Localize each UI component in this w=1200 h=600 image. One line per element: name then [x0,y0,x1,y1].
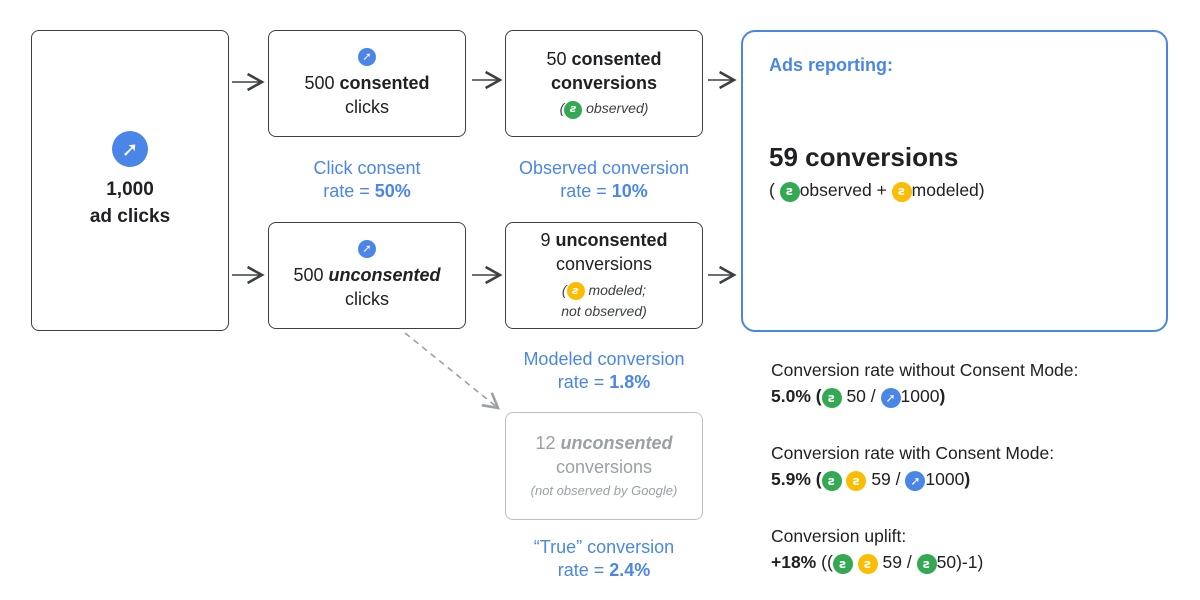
ads-reporting-observed: observed + [799,180,887,201]
stat-uplift-num: 59 / [882,552,912,573]
stat-uplift-title: Conversion uplift: [771,526,907,546]
consented-conv-note: observed) [586,100,649,117]
ads-reporting-headline: 59 conversions [769,142,959,173]
stat-without-den: 1000 [900,386,940,407]
consented-conversions-box: 50 consented conversions (ƨ observed) [505,30,703,137]
true-conv-strong: unconsented [560,433,673,454]
click-consent-value: 50% [374,181,411,202]
observed-rate-prefix: rate = [560,181,612,202]
click-consent-rate-prefix: rate = [323,181,375,202]
observed-conversion-icon: ƨ [564,100,583,119]
stat-without-num: 50 / [846,386,876,407]
stat-without-close: ) [939,386,946,407]
unconsented-clicks-strong: unconsented [328,265,441,286]
observed-conversion-icon: ƨ [821,387,842,408]
cursor-click-icon: ➚ [880,387,901,408]
consented-conv-line2: conversions [550,72,658,93]
true-rate-prefix: rate = [557,560,610,581]
stat-uplift-value: +18% [771,552,817,573]
modeled-rate-prefix: rate = [557,372,610,393]
stat-uplift-den: 50)-1) [936,552,984,573]
unconsented-conv-note2: not observed) [561,302,647,319]
stat-with-consent: Conversion rate with Consent Mode: 5.9% … [771,440,1054,493]
true-conversions-box: 12 unconsented conversions (not observed… [505,412,703,520]
arrow-dashed-to-true [404,332,501,410]
unconsented-conv-line2: conversions [555,253,653,274]
click-consent-label: Click consent [313,158,421,178]
cursor-click-icon: ➚ [905,470,926,491]
stat-uplift-open: (( [821,552,833,573]
unconsented-conversions-box: 9 unconsented conversions (ƨ modeled; no… [505,222,703,329]
true-conv-line2: conversions [555,456,653,477]
unconsented-clicks-tail: clicks [345,288,389,309]
consented-conv-note-open: ( [559,100,565,117]
observed-conversion-rate: Observed conversion rate = 10% [496,157,712,204]
consented-conv-count: 50 [546,49,567,70]
consented-conv-strong: consented [571,49,662,70]
consented-clicks-count: 500 [304,73,335,94]
consented-clicks-strong: consented [339,73,430,94]
cursor-click-icon: ➚ [112,130,148,167]
unconsented-conv-note-open: ( [561,281,567,298]
observed-conversion-icon: ƨ [779,181,800,202]
ad-clicks-box: ➚ 1,000 ad clicks [31,30,229,331]
stat-without-title: Conversion rate without Consent Mode: [771,360,1079,380]
modeled-conversion-icon: ƨ [566,282,585,301]
unconsented-conv-note: modeled; [588,281,647,298]
cursor-click-icon: ➚ [358,48,376,67]
modeled-value: 1.8% [609,372,651,393]
ads-reporting-modeled: modeled) [911,180,985,201]
modeled-conversion-icon: ƨ [891,181,912,202]
stat-without-consent: Conversion rate without Consent Mode: 5.… [771,357,1078,410]
true-value: 2.4% [609,560,651,581]
true-conversion-rate: “True” conversion rate = 2.4% [496,536,712,583]
observed-conversion-icon: ƨ [916,553,937,574]
ad-clicks-count: 1,000 [106,178,154,200]
stat-without-value: 5.0% ( [771,386,822,407]
consented-clicks-tail: clicks [345,96,389,117]
stat-with-title: Conversion rate with Consent Mode: [771,443,1055,463]
true-conv-count: 12 [535,433,556,454]
click-consent-rate: Click consent rate = 50% [268,157,466,204]
modeled-label: Modeled conversion [523,349,685,369]
true-conv-note: (not observed by Google) [530,482,678,498]
unconsented-clicks-box: ➚ 500 unconsented clicks [268,222,466,329]
ads-reporting-sub-open: ( [769,180,775,201]
ads-reporting-title: Ads reporting: [769,55,893,75]
cursor-click-icon: ➚ [358,240,376,259]
stat-with-num: 59 / [871,469,901,490]
modeled-conversion-icon: ƨ [846,470,867,491]
observed-conversion-icon: ƨ [821,470,842,491]
observed-conversion-icon: ƨ [832,553,853,574]
stat-with-close: ) [964,469,971,490]
stat-with-value: 5.9% ( [771,469,822,490]
consented-clicks-box: ➚ 500 consented clicks [268,30,466,137]
true-label: “True” conversion [533,537,675,557]
unconsented-conv-strong: unconsented [555,230,668,251]
observed-label: Observed conversion [518,158,690,178]
unconsented-clicks-count: 500 [293,265,324,286]
ad-clicks-label: ad clicks [89,205,171,227]
unconsented-conv-count: 9 [540,230,551,251]
modeled-conversion-rate: Modeled conversion rate = 1.8% [496,348,712,395]
modeled-conversion-icon: ƨ [857,553,878,574]
observed-value: 10% [611,181,648,202]
stat-with-den: 1000 [925,469,965,490]
